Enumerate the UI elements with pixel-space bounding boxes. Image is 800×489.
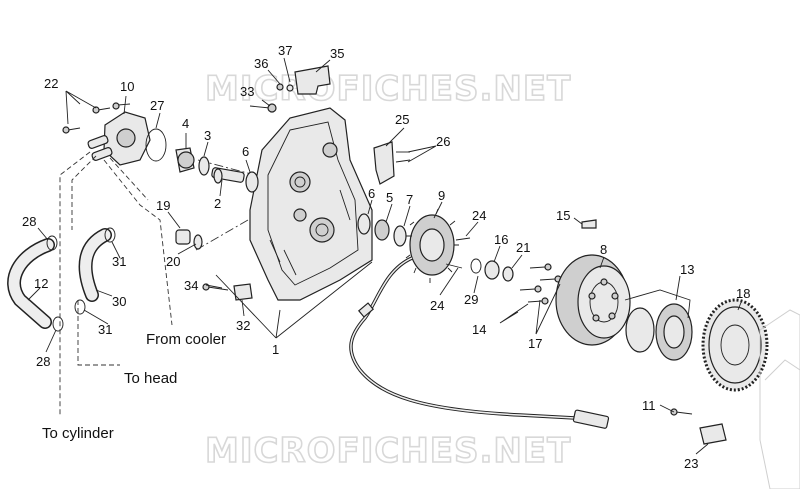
callout-10: 10 (120, 79, 134, 94)
screws-14-17 (519, 263, 562, 305)
watermark-bottom: MICROFICHES.NET (205, 431, 571, 471)
washer-37 (286, 84, 294, 92)
callout-labels: 22 10 27 4 3 6 2 19 20 33 36 37 35 34 32… (22, 43, 750, 471)
callout-15: 15 (556, 208, 570, 223)
callout-31b: 31 (98, 322, 112, 337)
callout-11: 11 (642, 398, 656, 413)
key-15 (581, 219, 597, 229)
sensor-23 (699, 423, 727, 445)
callout-30: 30 (112, 294, 126, 309)
watermark-top: MICROFICHES.NET (205, 69, 571, 109)
callout-35: 35 (330, 46, 344, 61)
grommet-32 (233, 283, 253, 301)
bearing-5 (374, 219, 390, 241)
clamp-28-top (46, 235, 58, 251)
callout-16: 16 (494, 232, 508, 247)
callout-24a: 24 (472, 208, 486, 223)
callout-24b: 24 (430, 298, 444, 313)
callout-23: 23 (684, 456, 698, 471)
callout-28a: 28 (22, 214, 36, 229)
starter-gear-18 (701, 298, 769, 392)
screw-34 (207, 286, 229, 291)
key-29 (470, 258, 482, 274)
label-to-cylinder: To cylinder (42, 425, 114, 442)
label-from-cooler: From cooler (146, 331, 226, 348)
o-ring-27 (145, 128, 167, 162)
callout-26: 26 (436, 134, 450, 149)
callout-17: 17 (528, 336, 542, 351)
callout-33: 33 (240, 84, 254, 99)
callout-36: 36 (254, 56, 268, 71)
callout-18: 18 (736, 286, 750, 301)
callout-6b: 6 (368, 186, 375, 201)
screws-22 (62, 102, 131, 134)
nut-16 (484, 260, 500, 280)
callout-3: 3 (204, 128, 211, 143)
connector-plug (572, 409, 610, 429)
callout-13: 13 (680, 262, 694, 277)
leader-lines (27, 57, 743, 455)
seal-6 (357, 213, 371, 235)
callout-1: 1 (272, 342, 279, 357)
route-to-cylinder (59, 151, 91, 415)
stator-9 (405, 208, 459, 283)
callout-6a: 6 (242, 144, 249, 159)
cover-25 (373, 141, 395, 185)
shaft-parts (175, 147, 259, 193)
clamp-31-bottom (74, 299, 86, 315)
screw-24-top (455, 237, 471, 241)
callout-7: 7 (406, 192, 413, 207)
route-to-head (71, 155, 120, 366)
flywheel-8 (555, 254, 631, 346)
callout-28b: 28 (36, 354, 50, 369)
callout-22: 22 (44, 76, 58, 91)
callout-32: 32 (236, 318, 250, 333)
water-pump-cover-part (87, 111, 151, 166)
label-to-head: To head (124, 370, 177, 387)
callout-19: 19 (156, 198, 170, 213)
callout-4: 4 (182, 116, 189, 131)
callout-31a: 31 (112, 254, 126, 269)
callout-14: 14 (472, 322, 486, 337)
callout-2: 2 (214, 196, 221, 211)
callout-12: 12 (34, 276, 48, 291)
screw-24-bottom (445, 263, 463, 269)
centerline-shaft (195, 159, 256, 251)
callout-27: 27 (150, 98, 164, 113)
callout-34: 34 (184, 278, 198, 293)
clamp-28-bottom (52, 316, 64, 332)
callout-8: 8 (600, 242, 607, 257)
callout-21: 21 (516, 240, 530, 255)
ring-7 (393, 225, 407, 247)
washer-21 (502, 266, 514, 282)
callout-20: 20 (166, 254, 180, 269)
screw-36 (276, 83, 284, 91)
callout-29: 29 (464, 292, 478, 307)
route-from-cooler (103, 159, 173, 326)
bracket-35 (294, 65, 331, 95)
washer-20 (193, 234, 203, 250)
callout-25: 25 (395, 112, 409, 127)
side-cover-part (249, 107, 373, 301)
callout-9: 9 (438, 188, 445, 203)
part-19 (175, 229, 191, 245)
callout-37: 37 (278, 43, 292, 58)
callout-5: 5 (386, 190, 393, 205)
screw-11 (675, 411, 693, 415)
starter-clutch-13 (624, 289, 693, 361)
clamp-31-top (104, 227, 116, 243)
